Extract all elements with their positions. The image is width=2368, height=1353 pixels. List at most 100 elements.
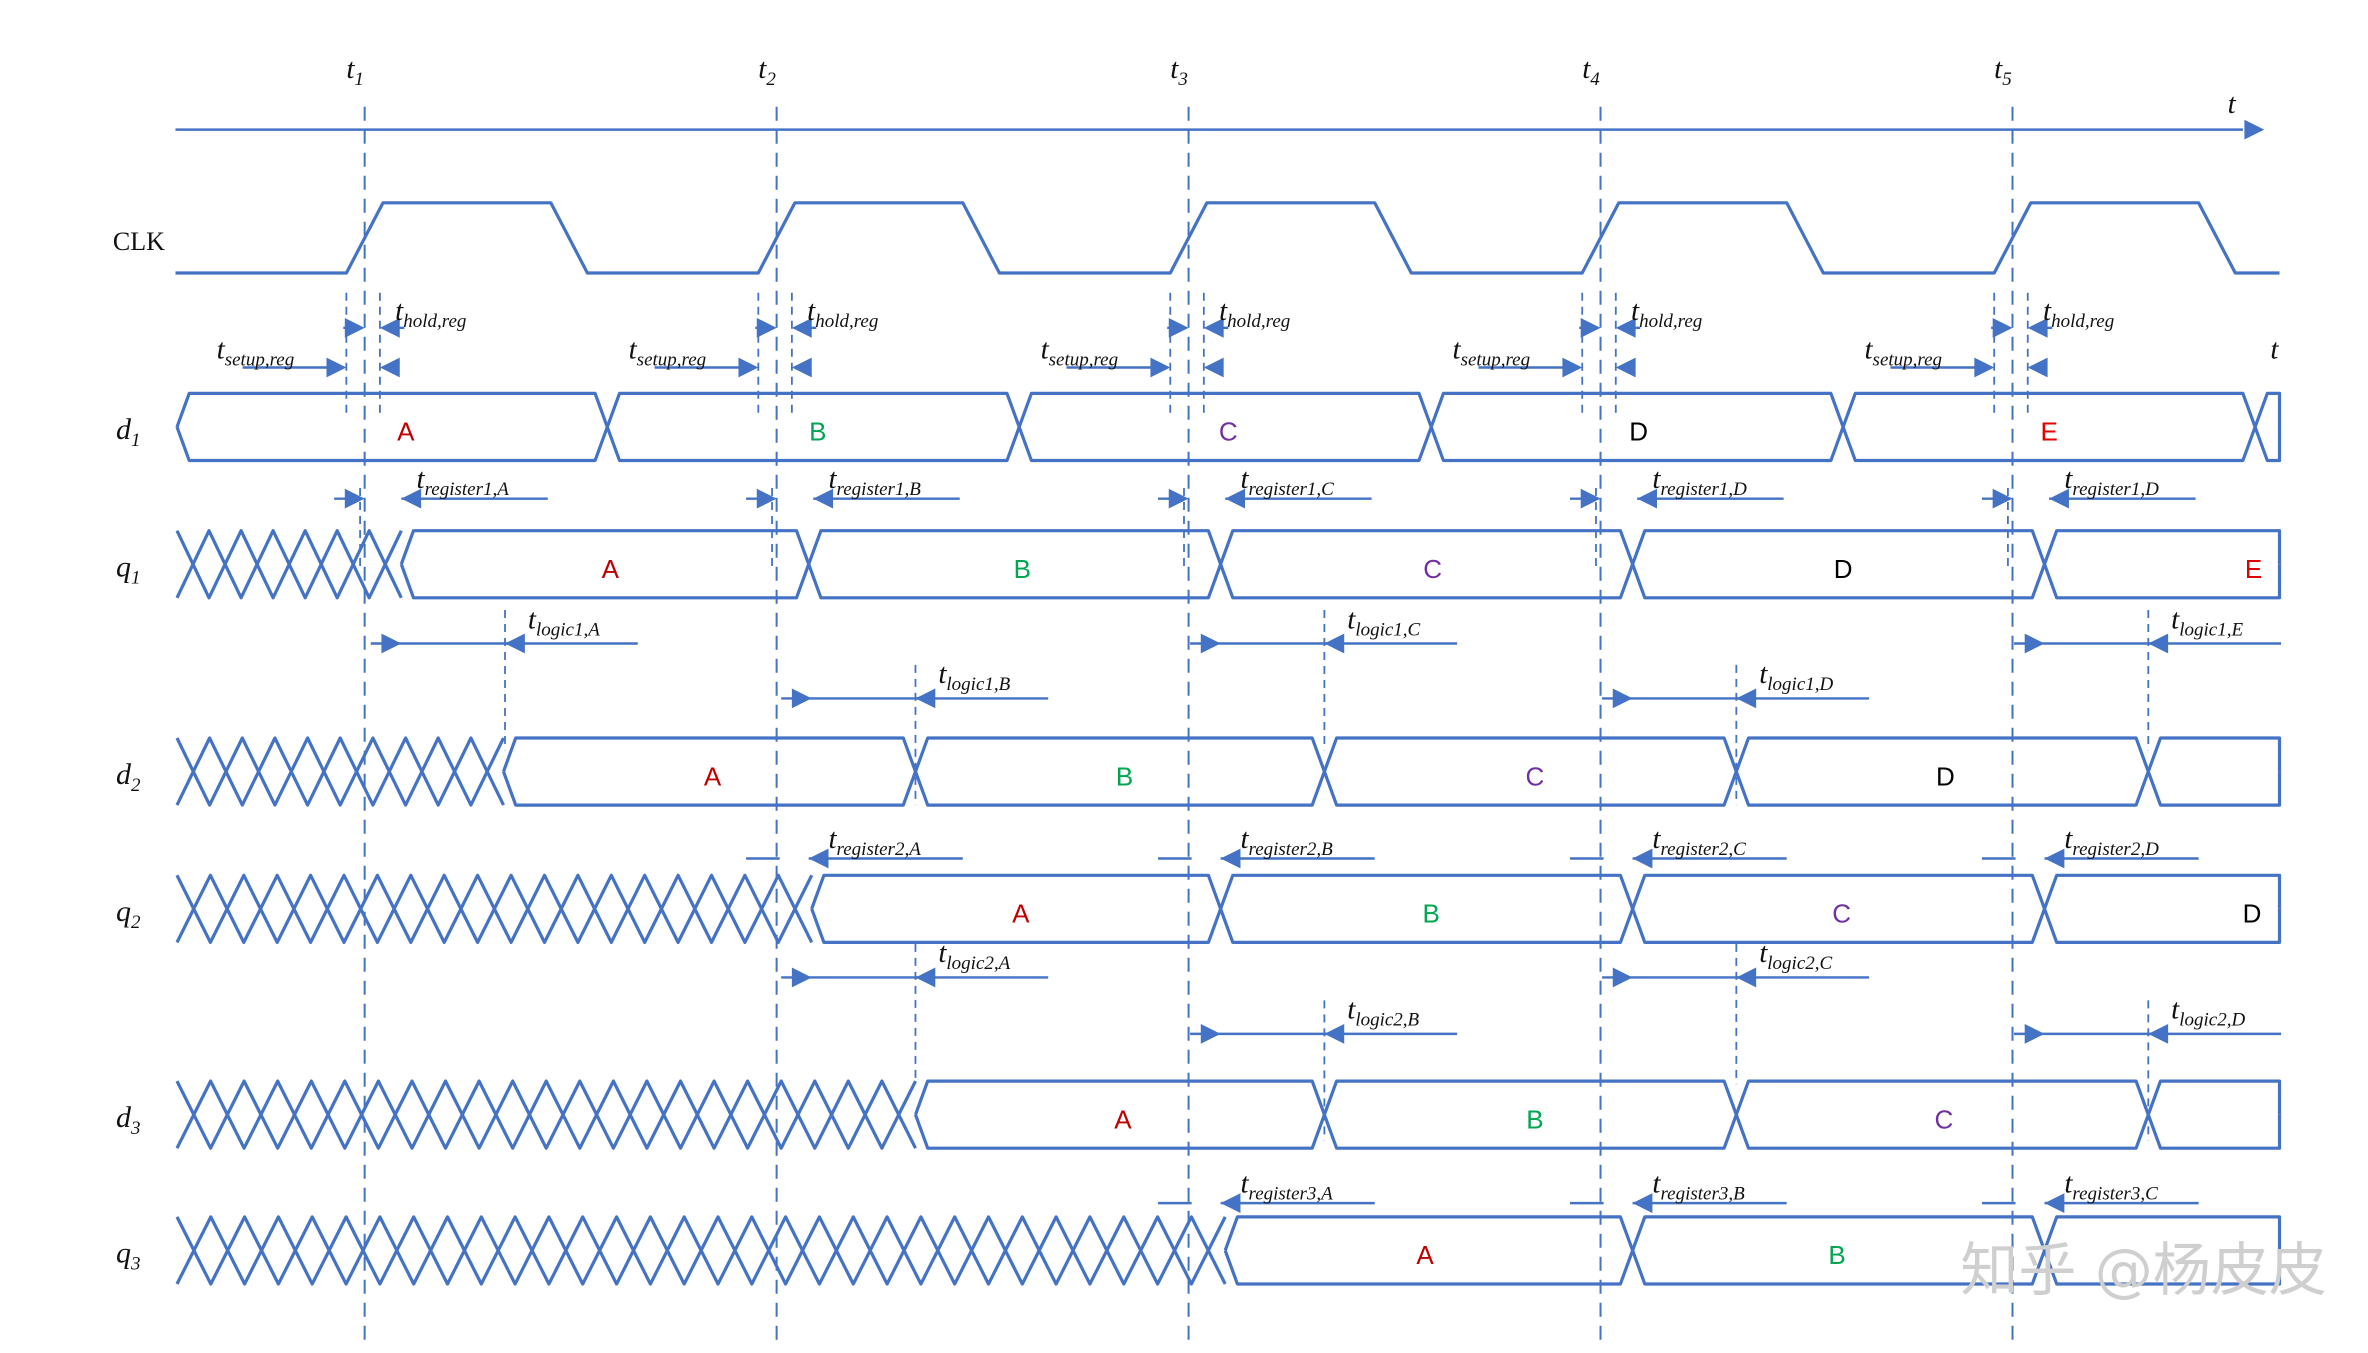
q1-value: E xyxy=(2245,554,2262,584)
q2-value: C xyxy=(1832,899,1851,929)
setup-arrowhead xyxy=(1562,357,1583,378)
waveform-q2-segment xyxy=(1631,873,2047,910)
hold-arrowhead xyxy=(1992,317,2013,338)
register1-arrowhead xyxy=(344,488,365,509)
register2-label: tregister2,A xyxy=(828,823,921,860)
q1-value: C xyxy=(1423,554,1442,584)
waveform-q2-segment xyxy=(810,873,1223,910)
register1-arrowhead xyxy=(1992,488,2013,509)
waveform-d1-segment xyxy=(605,391,1021,428)
q1-value: B xyxy=(1014,554,1031,584)
d3-value: A xyxy=(1114,1104,1132,1134)
register3-label: tregister3,A xyxy=(1240,1167,1333,1204)
logic2-label: tlogic2,A xyxy=(938,937,1010,974)
time-marker-label: t1 xyxy=(346,53,364,90)
q1-value: D xyxy=(1834,554,1853,584)
signal-label-d3: d3 xyxy=(116,1101,141,1139)
register1-label: tregister1,D xyxy=(2064,463,2159,500)
d1-value: A xyxy=(397,417,415,447)
q2-value: A xyxy=(1012,899,1030,929)
signal-label-d1: d1 xyxy=(116,413,141,451)
q3-value: B xyxy=(1828,1240,1845,1270)
waveform-q2-segment xyxy=(1219,873,1635,910)
logic1-arrowhead xyxy=(791,688,812,709)
d1-value: C xyxy=(1219,417,1238,447)
register2-label: tregister2,D xyxy=(2064,823,2159,860)
setup-arrowhead xyxy=(1203,357,1224,378)
waveform-d3-segment xyxy=(2146,1114,2282,1150)
waveform-d3-segment xyxy=(1322,1079,1738,1116)
logic1-label: tlogic1,D xyxy=(1759,658,1833,695)
d1-value: B xyxy=(809,417,826,447)
waveform-d2-segment xyxy=(1322,736,1738,773)
waveform-q3-segment xyxy=(2042,1215,2282,1251)
clock-waveform xyxy=(175,201,2280,275)
waveform-d1-segment xyxy=(1017,426,1433,463)
waveform-d2-segment xyxy=(501,771,918,807)
waveform-q3-unknown xyxy=(175,1215,1227,1286)
setup-arrowhead xyxy=(1615,357,1636,378)
waveform-d3-unknown xyxy=(175,1079,917,1150)
waveform-d3-segment xyxy=(1734,1114,2150,1150)
d1-value: D xyxy=(1629,417,1648,447)
q2-value: D xyxy=(2243,899,2262,929)
register1-arrowhead xyxy=(1580,488,1601,509)
d2-value: C xyxy=(1526,761,1545,791)
signal-label-q3: q3 xyxy=(116,1237,141,1275)
waveform-d1-segment xyxy=(1017,391,1433,428)
hold-arrowhead xyxy=(1168,317,1189,338)
waveform-d2-segment xyxy=(913,771,1326,807)
logic2-arrowhead xyxy=(1612,967,1633,988)
register1-label: tregister1,B xyxy=(828,463,921,500)
hold-arrowhead xyxy=(791,317,812,338)
waveform-d1-segment xyxy=(1429,426,1845,463)
cut-off-label: t xyxy=(2270,333,2279,365)
register1-arrowhead xyxy=(1168,488,1189,509)
setup-arrowhead xyxy=(1974,357,1995,378)
setup-arrowhead xyxy=(791,357,812,378)
waveform-d3-segment xyxy=(1322,1114,1738,1150)
setup-time-label: tsetup,reg xyxy=(1453,333,1531,370)
d1-value: E xyxy=(2040,417,2057,447)
waveform-q1-unknown xyxy=(175,529,403,600)
register2-label: tregister2,C xyxy=(1652,823,1746,860)
waveform-d1-segment xyxy=(175,391,609,428)
setup-time-label: tsetup,reg xyxy=(1864,333,1942,370)
logic1-label: tlogic1,B xyxy=(938,658,1010,695)
hold-arrowhead xyxy=(2027,317,2048,338)
waveform-d2-segment xyxy=(501,736,918,773)
waveform-q3-segment xyxy=(1631,1249,2047,1286)
setup-time-label: tsetup,reg xyxy=(217,333,295,370)
q2-value: B xyxy=(1423,899,1440,929)
waveform-d1-segment xyxy=(2253,391,2282,428)
waveform-q1-segment xyxy=(807,529,1223,565)
register1-label: tregister1,C xyxy=(1240,463,1334,500)
logic1-label: tlogic1,A xyxy=(528,603,600,640)
register1-label: tregister1,A xyxy=(417,463,510,500)
clock-label: CLK xyxy=(113,227,165,256)
setup-arrowhead xyxy=(326,357,347,378)
waveform-d2-unknown xyxy=(175,736,505,807)
waveform-d1-segment xyxy=(1841,391,2257,428)
hold-arrowhead xyxy=(756,317,777,338)
waveform-d3-unknown xyxy=(175,1079,917,1150)
waveform-q2-segment xyxy=(1631,908,2047,945)
signal-label-q2: q2 xyxy=(116,895,141,933)
waveform-q1-segment xyxy=(1631,563,2047,600)
waveform-q1-segment xyxy=(399,529,811,565)
watermark: 知乎 @杨皮皮 xyxy=(1960,1236,2326,1304)
d2-value: B xyxy=(1116,761,1133,791)
time-marker-label: t5 xyxy=(1994,53,2012,90)
q3-value: A xyxy=(1416,1240,1434,1270)
setup-time-label: tsetup,reg xyxy=(629,333,707,370)
setup-time-label: tsetup,reg xyxy=(1041,333,1119,370)
logic2-label: tlogic2,C xyxy=(1759,937,1832,974)
logic2-arrowhead xyxy=(2024,1023,2045,1044)
waveform-d2-segment xyxy=(1322,771,1738,807)
waveform-d3-segment xyxy=(2146,1079,2282,1116)
hold-time-label: thold,reg xyxy=(1219,295,1290,332)
waveform-d3-segment xyxy=(1734,1079,2150,1116)
hold-arrowhead xyxy=(1203,317,1224,338)
